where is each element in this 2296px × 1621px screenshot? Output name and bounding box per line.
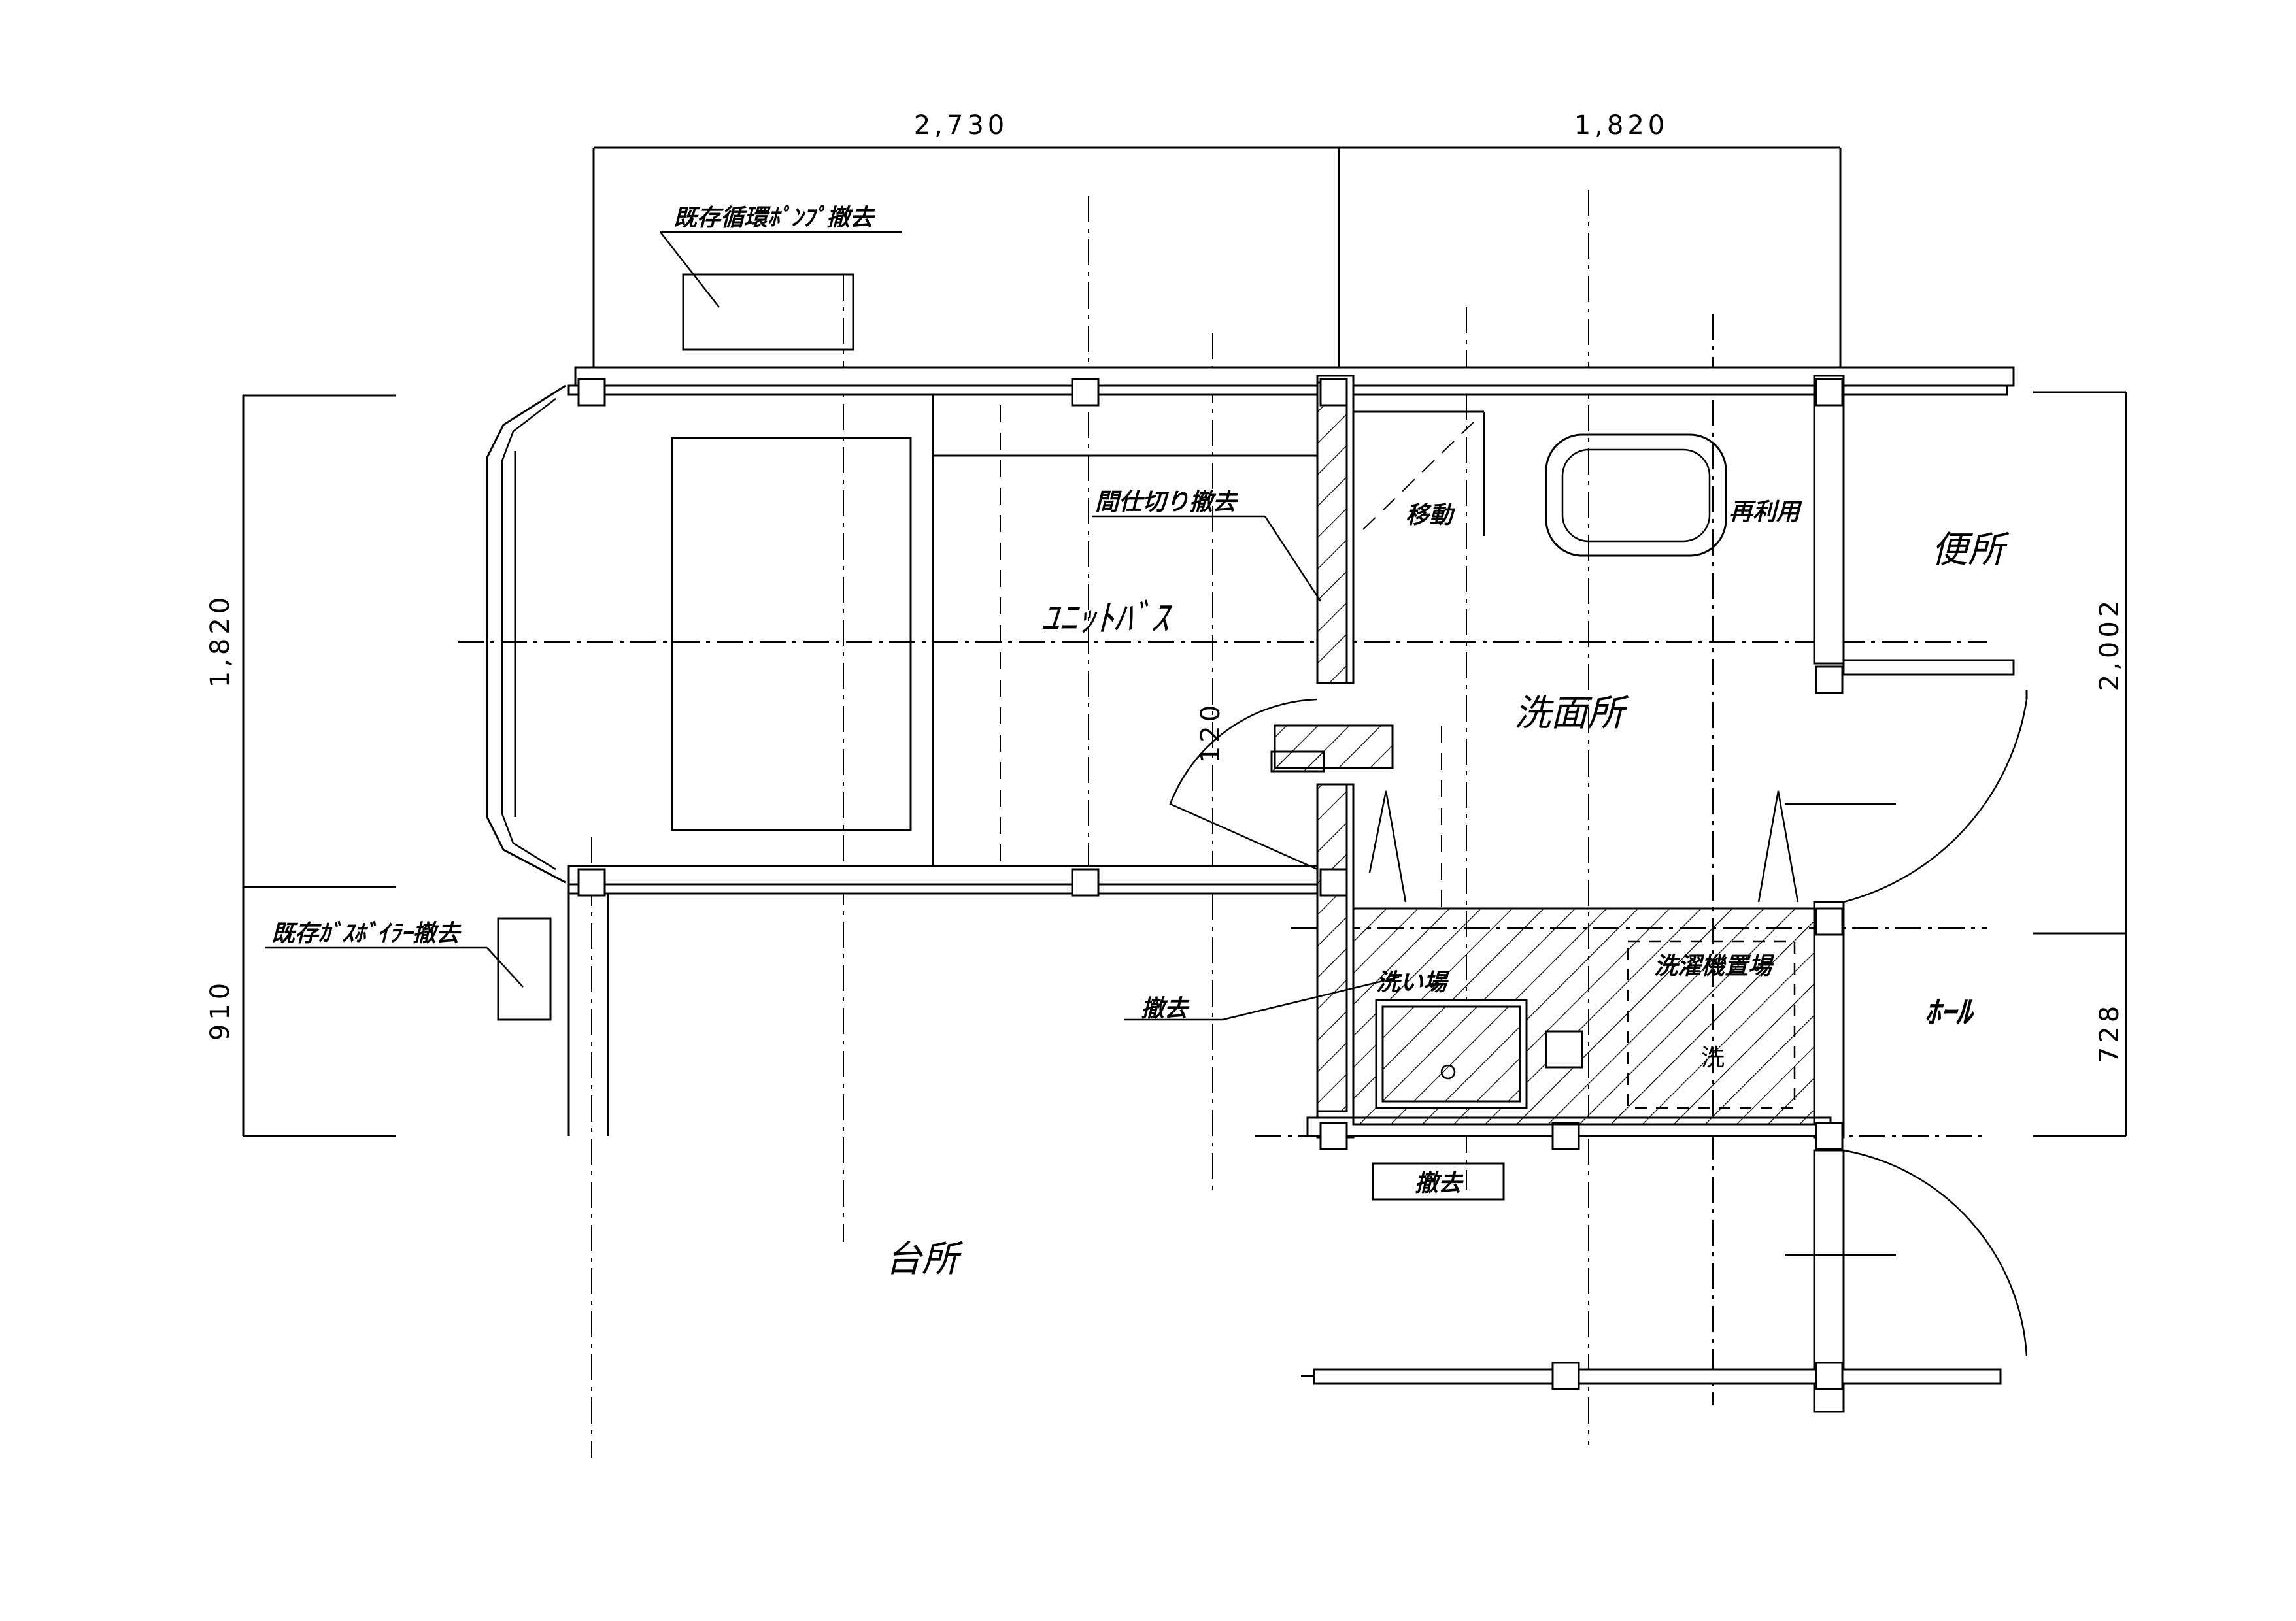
dimension-top-right: 1,820 [1574, 110, 1669, 141]
note-remove-left: 撤去 [1141, 995, 1190, 1022]
wash-area [1352, 907, 1815, 1126]
note-remove-box: 撤去 [1415, 1170, 1464, 1197]
note-laundry-area: 洗濯機置場 [1654, 953, 1775, 980]
note-wash-area: 洗い場 [1376, 969, 1450, 996]
leader-lines [265, 231, 1400, 1021]
room-toilet: 便所 [1931, 529, 2010, 571]
room-unit-bath: ﾕﾆｯﾄﾊﾞｽ [1041, 597, 1172, 640]
dimension-left-lower: 910 [205, 979, 235, 1041]
bay-window [486, 384, 566, 884]
washbasin [1353, 410, 1727, 557]
equipment [497, 273, 1505, 1201]
note-reuse: 再利用 [1729, 499, 1802, 526]
dimension-lines [242, 146, 2127, 1137]
dimension-right-lower: 728 [2095, 1002, 2125, 1063]
note-pump-removal: 既存循環ﾎﾟﾝﾌﾟ撤去 [673, 205, 875, 231]
walls [567, 366, 2015, 1413]
grid-lines [458, 190, 1987, 1458]
dimension-right-upper: 2,002 [2095, 597, 2125, 692]
room-kitchen: 台所 [885, 1238, 964, 1280]
posts [577, 378, 1844, 1390]
washer-symbol: 洗 [1701, 1044, 1725, 1071]
room-hall: ﾎｰﾙ [1925, 994, 1974, 1031]
note-boiler-removal: 既存ｶﾞｽﾎﾞｲﾗｰ撤去 [271, 920, 462, 947]
note-move: 移動 [1406, 502, 1455, 529]
dimension-top-left: 2,730 [914, 110, 1009, 141]
doors [1169, 690, 2028, 1357]
dimension-door-gap: 120 [1196, 701, 1226, 763]
unit-bath-fixture [671, 395, 1317, 866]
dimension-left-upper: 1,820 [205, 593, 235, 688]
note-partition-removal: 間仕切り撤去 [1095, 489, 1238, 516]
room-washroom: 洗面所 [1514, 692, 1629, 735]
